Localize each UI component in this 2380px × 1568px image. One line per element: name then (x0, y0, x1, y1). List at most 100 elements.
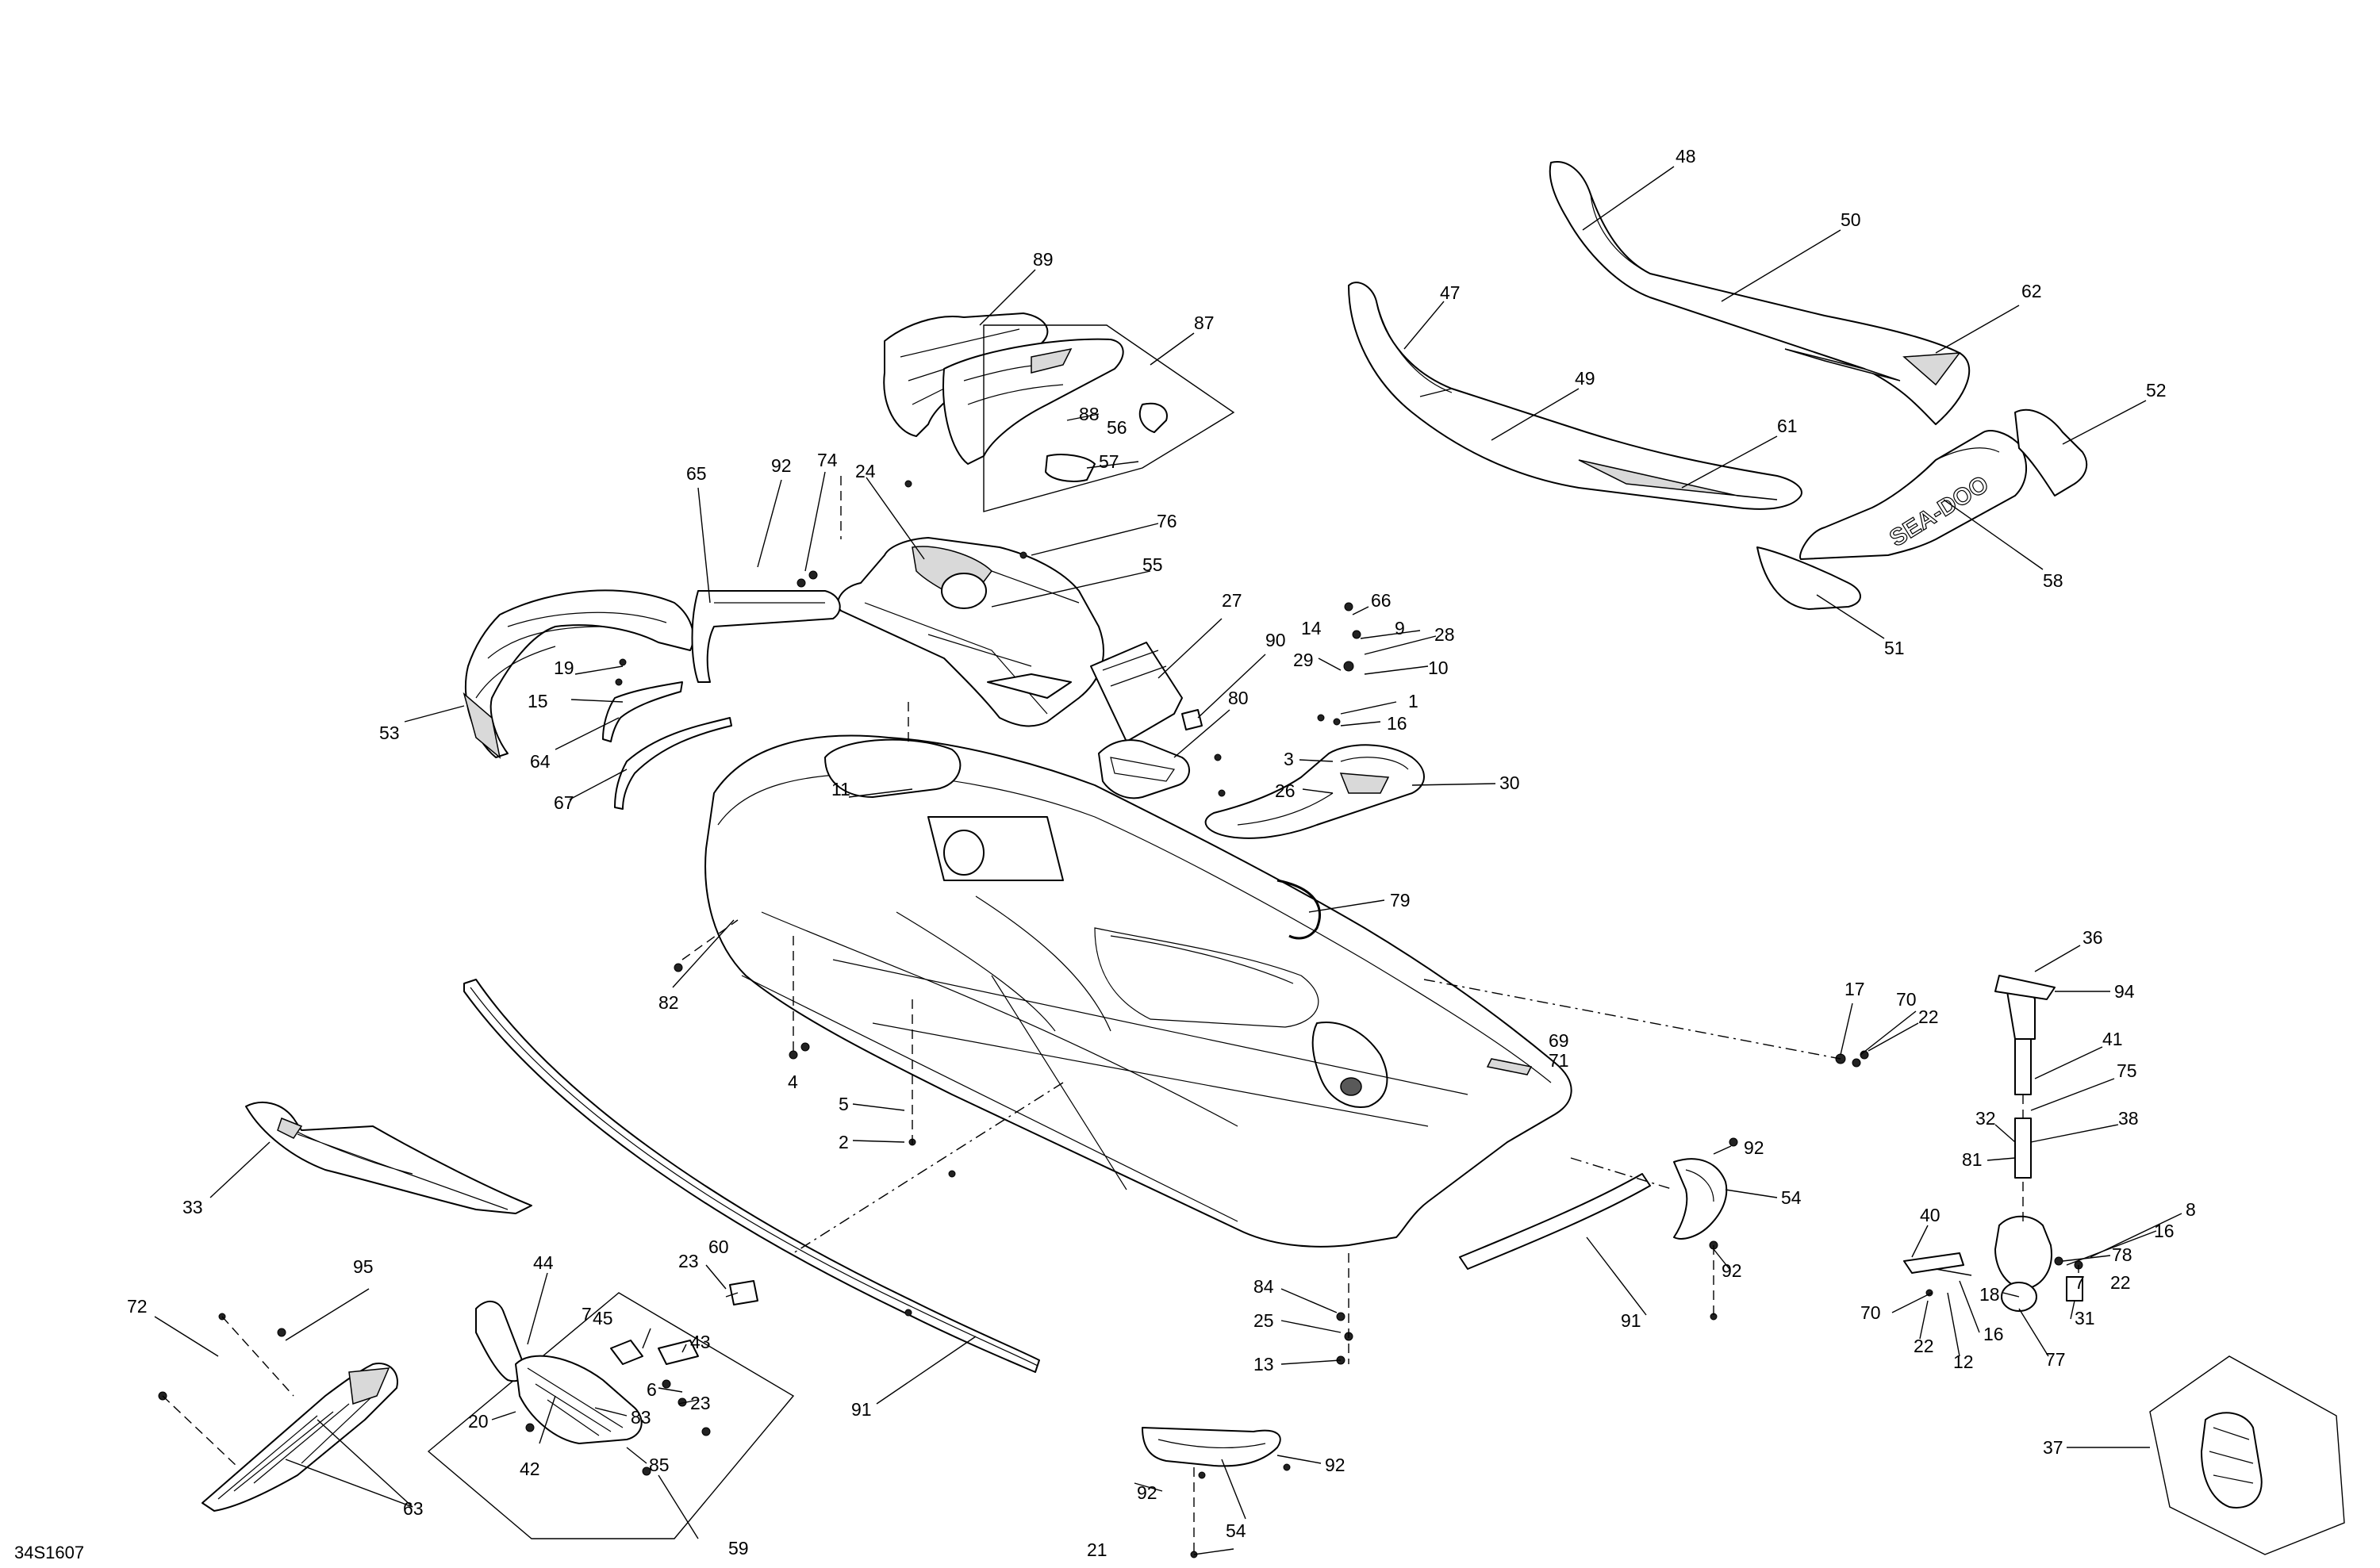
callout-77: 77 (2045, 1349, 2066, 1370)
callout-58: 58 (2043, 570, 2063, 591)
callout-63: 63 (403, 1498, 424, 1519)
deck-pad-48-50-62 (1549, 161, 1971, 425)
callout-75: 75 (2117, 1060, 2137, 1081)
callout-60: 60 (708, 1236, 729, 1257)
callout-9: 9 (1395, 618, 1405, 638)
inset-37-frame (2149, 1355, 2345, 1555)
callout-32: 32 (1975, 1108, 1996, 1129)
deck-pad-47-49-61 (1348, 282, 1802, 510)
callout-79: 79 (1390, 890, 1411, 911)
callout-83: 83 (631, 1407, 651, 1428)
callout-12: 12 (1953, 1351, 1974, 1372)
callout-17: 17 (1844, 979, 1865, 999)
callout-89: 89 (1033, 249, 1054, 270)
callout-45: 45 (593, 1308, 613, 1328)
callout-78: 78 (2112, 1244, 2132, 1265)
steering-parts (1903, 975, 2083, 1312)
callout-67: 67 (554, 792, 574, 813)
callout-10: 10 (1428, 657, 1449, 678)
callout-13: 13 (1253, 1354, 1274, 1374)
deck-pad-51 (1756, 546, 1861, 610)
callout-16b: 16 (2154, 1221, 2175, 1241)
callout-16c: 16 (1983, 1324, 2004, 1344)
callout-94: 94 (2114, 981, 2135, 1002)
callout-70a: 70 (1896, 989, 1917, 1010)
callout-3: 3 (1284, 749, 1294, 769)
callout-48: 48 (1676, 146, 1696, 167)
callout-47: 47 (1440, 282, 1461, 303)
callout-81: 81 (1962, 1149, 1983, 1170)
callout-36: 36 (2082, 927, 2103, 948)
callout-4: 4 (788, 1072, 798, 1092)
callout-65: 65 (686, 463, 707, 484)
callout-82: 82 (658, 992, 679, 1013)
side-trim-33 (245, 1102, 532, 1214)
callout-66: 66 (1371, 590, 1392, 611)
callout-55: 55 (1142, 554, 1163, 575)
callout-49: 49 (1575, 368, 1595, 389)
callout-50: 50 (1841, 209, 1861, 230)
latch-assembly (475, 1280, 758, 1444)
callout-16a: 16 (1387, 713, 1407, 734)
inset-37-part (2201, 1412, 2263, 1509)
callout-84: 84 (1253, 1276, 1274, 1297)
callout-33: 33 (182, 1197, 203, 1217)
callout-95: 95 (353, 1256, 374, 1277)
bumper-54-right (1673, 1158, 1728, 1240)
callout-1: 1 (1408, 691, 1418, 711)
callout-27: 27 (1222, 590, 1242, 611)
callout-2: 2 (839, 1132, 849, 1152)
bumper-54-bottom (1142, 1427, 1281, 1467)
callout-91b: 91 (1621, 1310, 1641, 1331)
callout-26: 26 (1275, 780, 1296, 801)
callout-41: 41 (2102, 1029, 2123, 1049)
callout-40: 40 (1920, 1205, 1940, 1225)
callout-24: 24 (855, 461, 876, 481)
glove-box (837, 537, 1104, 727)
console-group-box (983, 324, 1235, 512)
grab-handle (1204, 744, 1425, 839)
storage-parts (1090, 642, 1203, 799)
callout-31: 31 (2075, 1308, 2095, 1328)
trim-pieces-left (602, 681, 732, 810)
front-fairing-left (463, 589, 841, 759)
callout-92a: 92 (771, 455, 792, 476)
callout-22c: 22 (1914, 1336, 1934, 1356)
hardware-fasteners (158, 480, 2083, 1558)
callout-42: 42 (520, 1459, 540, 1479)
callout-92b: 92 (1744, 1137, 1764, 1158)
callout-5: 5 (839, 1094, 849, 1114)
callout-88: 88 (1079, 404, 1100, 424)
callout-90: 90 (1265, 630, 1286, 650)
callout-20: 20 (468, 1411, 489, 1432)
diagram-code: 34S1607 (14, 1543, 84, 1562)
deck-pad-58: SEA-DOO (1799, 430, 2028, 560)
callout-87: 87 (1194, 312, 1215, 333)
callout-8: 8 (2186, 1199, 2196, 1220)
callout-745: 7 (582, 1304, 592, 1325)
callout-53: 53 (379, 723, 400, 743)
console-parts (883, 312, 1168, 482)
callout-30: 30 (1499, 772, 1520, 793)
rub-rail-long (463, 979, 1040, 1373)
callout-15: 15 (528, 691, 548, 711)
callout-71: 71 (1549, 1050, 1569, 1071)
callout-43: 43 (690, 1332, 711, 1352)
rub-rail-short (1459, 1173, 1651, 1270)
side-panel-63 (202, 1363, 398, 1512)
callout-54b: 54 (1226, 1520, 1246, 1541)
cable-79 (1276, 879, 1321, 940)
latch-group-box (427, 1292, 795, 1539)
hull-body (704, 734, 1572, 1248)
callout-19: 19 (554, 657, 574, 678)
callout-56: 56 (1107, 417, 1127, 438)
callout-22a: 22 (1918, 1006, 1939, 1027)
leader-lines (154, 166, 2182, 1555)
callout-92d: 92 (1325, 1455, 1345, 1475)
callout-59: 59 (728, 1538, 749, 1558)
callout-76: 76 (1157, 511, 1177, 531)
callout-80: 80 (1228, 688, 1249, 708)
callout-92e: 92 (1137, 1482, 1157, 1503)
callout-51: 51 (1884, 638, 1905, 658)
callout-38: 38 (2118, 1108, 2139, 1129)
